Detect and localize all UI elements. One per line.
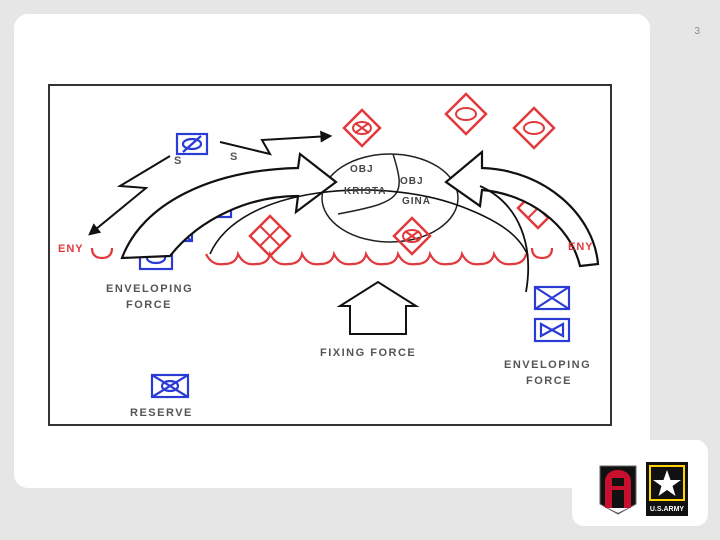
enveloping-force-left-2: FORCE	[126, 299, 172, 311]
obj-gina-label-2: GINA	[402, 196, 431, 207]
diagram-canvas: ENY ENY S S OBJ KRISTA OBJ GINA ENVELOPI…	[58, 92, 600, 419]
enemy-label-right: ENY	[568, 241, 594, 253]
enemy-unit-icon	[342, 108, 382, 148]
obj-krista-label-1: OBJ	[350, 164, 374, 175]
screen-label-right: S	[230, 151, 239, 163]
fixing-front-curve	[209, 189, 529, 257]
enemy-unit-icon	[248, 214, 292, 258]
fixing-force-arrow	[336, 280, 420, 335]
us-army-text: U.S.ARMY	[650, 506, 685, 513]
friendly-unit-icon	[533, 285, 571, 311]
screen-label-left: S	[174, 155, 183, 167]
reserve-label: RESERVE	[130, 407, 193, 419]
enemy-unit-icon	[512, 106, 556, 150]
envelopment-diagram: ENY ENY S S OBJ KRISTA OBJ GINA ENVELOPI…	[48, 84, 612, 426]
enveloping-force-right-1: ENVELOPING	[504, 359, 591, 371]
page-number: 3	[694, 26, 700, 37]
friendly-unit-icon	[533, 317, 571, 343]
enveloping-force-left-1: ENVELOPING	[106, 283, 193, 295]
friendly-unit-icon	[150, 373, 190, 399]
obj-gina-label-1: OBJ	[400, 176, 424, 187]
right-envelopment-arrow	[444, 149, 600, 268]
screen-line	[88, 130, 333, 236]
enemy-front-line	[90, 247, 554, 266]
enveloping-force-right-2: FORCE	[526, 375, 572, 387]
right-envelope-curve	[479, 185, 530, 293]
left-envelopment-arrow	[120, 151, 338, 260]
friendly-unit-icon	[175, 132, 209, 156]
first-army-patch-icon	[599, 465, 637, 515]
fixing-force-label: FIXING FORCE	[320, 347, 416, 359]
enemy-unit-icon	[444, 92, 488, 136]
enemy-unit-icon	[392, 216, 432, 256]
enemy-label-left: ENY	[58, 243, 84, 255]
us-army-star-icon: U.S.ARMY	[646, 462, 688, 516]
objective-area	[321, 153, 459, 243]
obj-krista-label-2: KRISTA	[344, 186, 386, 197]
